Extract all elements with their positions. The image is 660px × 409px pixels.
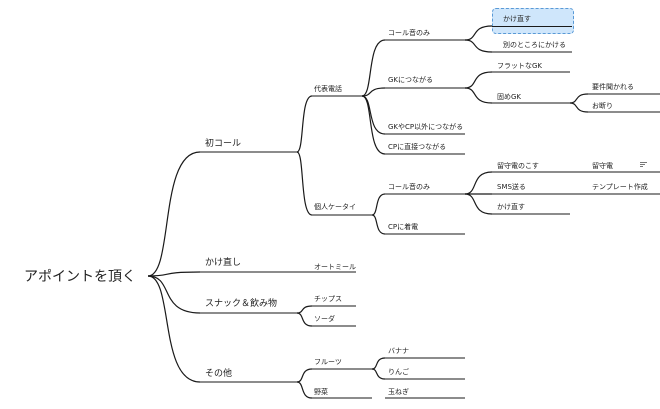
connector-other-fruits	[296, 368, 313, 383]
connector-only-ring-elsewhere	[464, 39, 493, 53]
connector-first-call-personal-mobile	[296, 151, 313, 216]
node-vegetables[interactable]: 野菜	[314, 388, 328, 396]
node-voicemail-leave[interactable]: 留守電のこす	[497, 162, 539, 170]
node-sms-send[interactable]: SMS送る	[497, 183, 526, 191]
connector-other-vegetables	[296, 381, 313, 399]
node-mobile-call-again[interactable]: かけ直す	[497, 203, 525, 211]
branch-other[interactable]: その他	[205, 369, 233, 379]
node-asked-purpose[interactable]: 要件聞かれる	[592, 83, 634, 91]
node-tough-gk[interactable]: 固めGK	[497, 93, 522, 101]
branch-snacks[interactable]: スナック＆飲み物	[205, 299, 278, 309]
node-template-create[interactable]: テンプレート作成	[592, 183, 648, 191]
selected-node-underline	[492, 26, 572, 27]
connector-first-call-main-phone	[296, 95, 313, 153]
node-soda[interactable]: ソーダ	[314, 315, 335, 323]
connector-tough-refused	[569, 102, 589, 113]
node-chips[interactable]: チップス	[314, 295, 342, 303]
node-voicemail[interactable]: 留守電	[592, 162, 613, 170]
node-connected-gk[interactable]: GKにつながる	[388, 76, 434, 84]
node-flat-gk[interactable]: フラットなGK	[497, 62, 543, 70]
node-call-elsewhere[interactable]: 別のところにかける	[503, 41, 566, 49]
connector-fruits-apple	[371, 368, 386, 380]
connector-mobile-cp-received	[371, 214, 386, 235]
connector-tough-asked	[569, 93, 589, 104]
connector-fruits-banana	[371, 357, 386, 370]
connector-gk-flat	[464, 71, 493, 89]
connector-main-cp-direct	[361, 95, 386, 155]
node-oatmeal[interactable]: オートミール	[314, 263, 356, 271]
notes-icon[interactable]	[640, 162, 647, 168]
node-mobile-only-ring[interactable]: コール音のみ	[388, 183, 430, 191]
root-node[interactable]: アポイントを頂く	[24, 269, 136, 285]
connector-root-recall	[147, 271, 201, 277]
connector-snacks-chips	[296, 305, 313, 314]
connector-mobile-call-again	[464, 193, 493, 215]
selected-node-highlight[interactable]	[492, 8, 574, 34]
node-call-again-selected[interactable]: かけ直す	[503, 15, 531, 23]
connector-snacks-soda	[296, 312, 313, 327]
connector-main-only-ring	[361, 39, 386, 97]
node-other-than-gk-cp[interactable]: GKやCP以外につながる	[388, 123, 464, 131]
node-personal-mobile[interactable]: 個人ケータイ	[314, 203, 356, 211]
connector-gk-tough	[464, 87, 493, 104]
node-apple[interactable]: りんご	[388, 368, 409, 376]
node-cp-received[interactable]: CPに着電	[388, 223, 419, 231]
node-banana[interactable]: バナナ	[388, 347, 409, 355]
node-only-ring[interactable]: コール音のみ	[388, 29, 430, 37]
node-onion[interactable]: 玉ねぎ	[388, 388, 409, 396]
connector-mobile-only-ring	[371, 193, 386, 216]
branch-recall[interactable]: かけ直し	[205, 258, 242, 268]
connector-root-other	[147, 275, 201, 383]
connector-only-ring-call-again	[464, 25, 493, 41]
connector-voicemail-leave	[464, 171, 493, 195]
branch-first-call[interactable]: 初コール	[205, 139, 242, 149]
node-fruits[interactable]: フルーツ	[314, 358, 342, 366]
connector-root-first-call	[147, 151, 201, 277]
node-main-phone[interactable]: 代表電話	[314, 85, 342, 93]
node-cp-direct[interactable]: CPに直接つながる	[388, 143, 447, 151]
connector-root-snacks	[147, 275, 201, 314]
node-refused[interactable]: お断り	[592, 102, 613, 110]
connector-main-other-than	[361, 95, 386, 135]
connector-main-connected-gk	[361, 87, 386, 97]
